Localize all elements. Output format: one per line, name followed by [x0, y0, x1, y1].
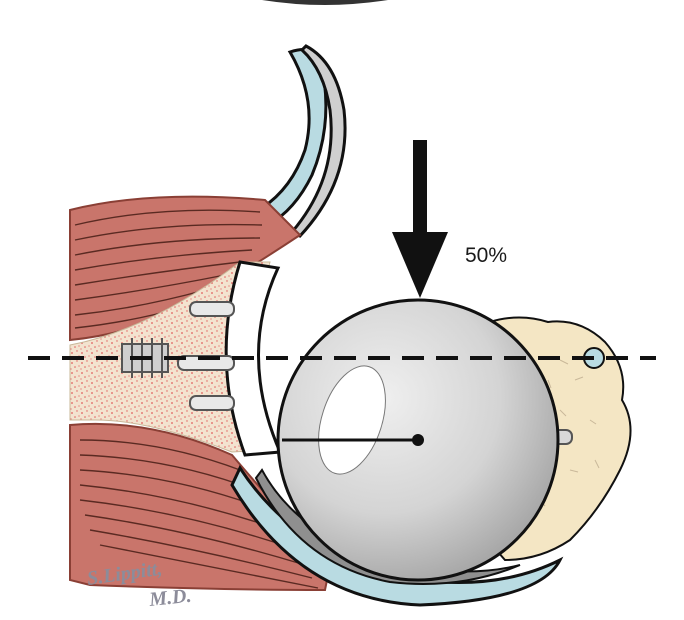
- center-point: [412, 434, 424, 446]
- top-edge-shape: [262, 0, 388, 5]
- load-arrow: [392, 140, 448, 298]
- load-percentage-label: 50%: [465, 244, 507, 267]
- sphere-highlight: [318, 365, 386, 475]
- signature-line-2: M.D.: [147, 585, 192, 611]
